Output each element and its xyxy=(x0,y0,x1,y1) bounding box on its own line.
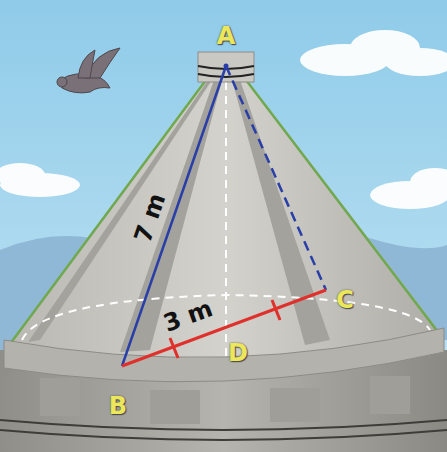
point-label: D xyxy=(228,341,248,365)
point-label: C xyxy=(336,288,354,312)
roof-rim xyxy=(4,328,444,382)
hidden-lines xyxy=(22,68,430,372)
slant-height-dashed xyxy=(226,66,326,290)
cone-edges xyxy=(10,80,438,344)
top-cap xyxy=(198,52,254,82)
diameter-line xyxy=(122,290,326,366)
cone-roof xyxy=(8,78,440,359)
wall-bands xyxy=(0,420,447,440)
bird xyxy=(57,48,120,93)
slant-height-line xyxy=(122,66,226,366)
point-label: B xyxy=(109,394,127,418)
wall-panels xyxy=(40,376,410,424)
apex-point xyxy=(224,64,229,69)
point-label: A xyxy=(217,24,236,48)
